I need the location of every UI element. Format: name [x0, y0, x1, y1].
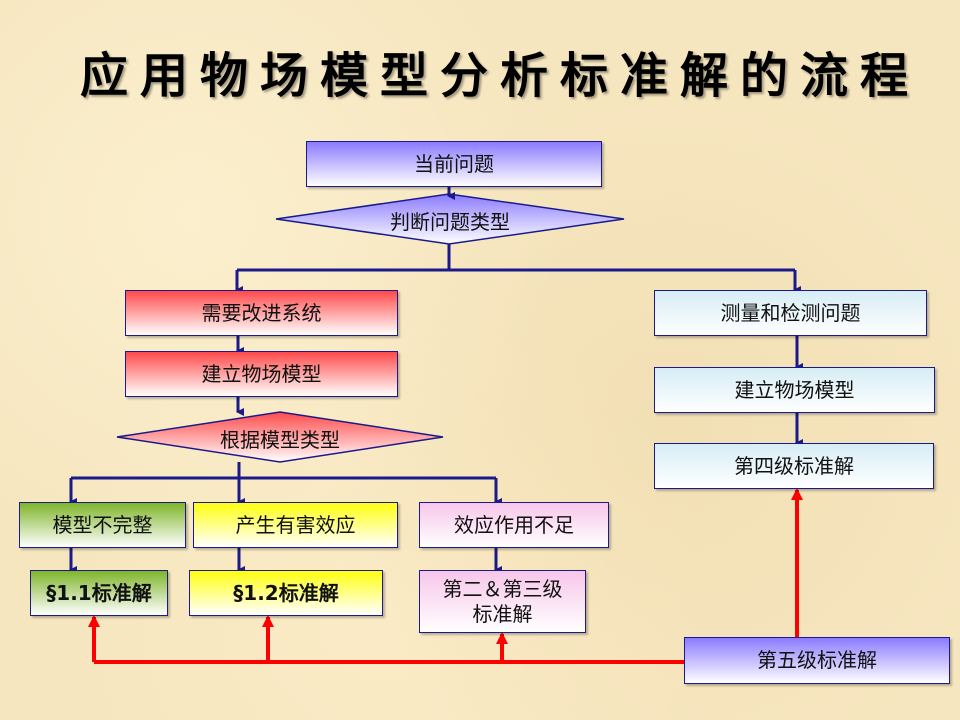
- feedback-lines: [88, 488, 803, 664]
- node-level5: 第五级标准解: [684, 637, 950, 684]
- node-build-model-right: 建立物场模型: [654, 367, 935, 413]
- node-label: 模型不完整: [52, 512, 153, 537]
- node-label: 需要改进系统: [201, 300, 322, 325]
- node-std-1-1: §1.1标准解: [30, 570, 168, 616]
- node-improve-system: 需要改进系统: [125, 290, 398, 336]
- node-label: 当前问题: [414, 151, 494, 176]
- node-build-model-left: 建立物场模型: [125, 351, 398, 397]
- node-std-1-2: §1.2标准解: [189, 570, 383, 616]
- diamond-label-judge-type: 判断问题类型: [390, 210, 510, 234]
- node-insufficient-effect: 效应作用不足: [419, 502, 609, 548]
- node-std-2-3: 第二＆第三级标准解: [419, 570, 586, 633]
- node-measure-detect: 测量和检测问题: [654, 290, 927, 336]
- node-current-problem: 当前问题: [306, 141, 602, 187]
- node-label: 效应作用不足: [454, 512, 574, 537]
- node-label-line1: 第二＆第三级: [442, 576, 563, 601]
- node-label: 测量和检测问题: [720, 300, 861, 325]
- node-label-line2: 标准解: [472, 601, 533, 626]
- node-label: 第四级标准解: [734, 453, 854, 478]
- node-level4: 第四级标准解: [654, 443, 934, 489]
- node-label: 建立物场模型: [734, 377, 855, 402]
- page-title: 应用物场模型分析标准解的流程: [80, 48, 921, 104]
- node-label: 第五级标准解: [757, 648, 877, 672]
- node-label: §1.2标准解: [233, 580, 339, 605]
- node-label: 建立物场模型: [201, 361, 322, 386]
- node-label: 产生有害效应: [235, 512, 356, 537]
- diamond-label-model-type: 根据模型类型: [220, 428, 340, 452]
- node-harmful-effect: 产生有害效应: [193, 502, 398, 548]
- decision-diamond-judge-type: [275, 193, 625, 245]
- decision-diamond-model-type: [116, 411, 444, 463]
- node-incomplete-model: 模型不完整: [19, 502, 186, 548]
- node-label: §1.1标准解: [46, 580, 152, 605]
